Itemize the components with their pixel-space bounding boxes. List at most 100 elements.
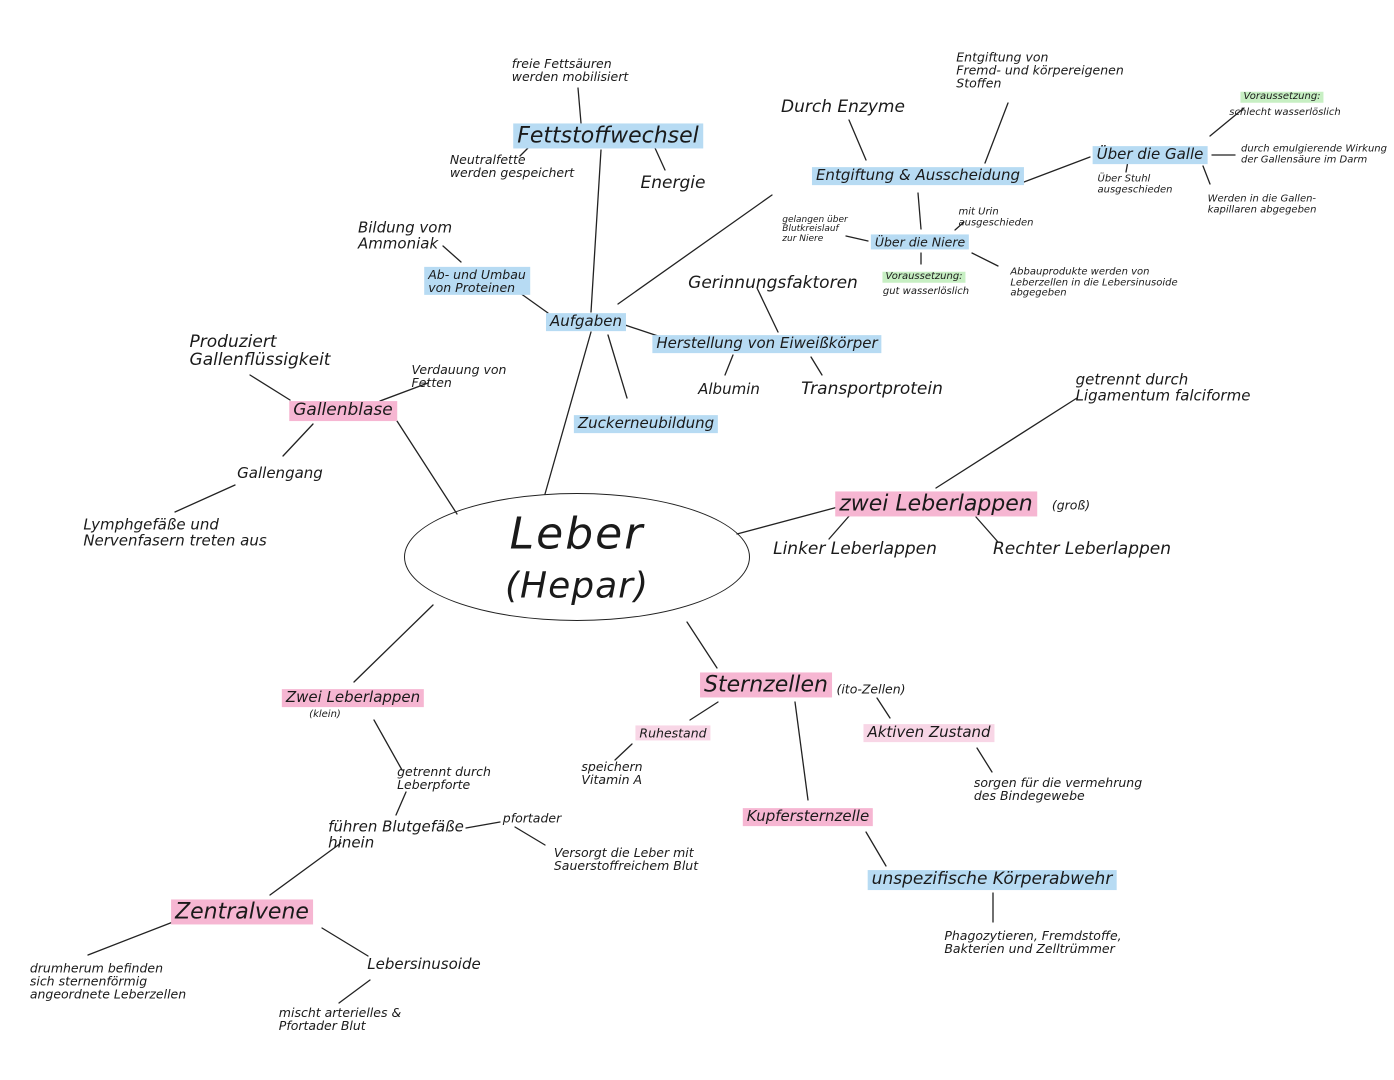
connector xyxy=(614,743,633,761)
connector xyxy=(590,149,602,313)
connector xyxy=(876,697,891,719)
note-abbauprodukte: Abbauprodukte werden von Leberzellen in … xyxy=(1010,266,1178,299)
connector xyxy=(607,334,628,399)
connector xyxy=(282,423,314,457)
note-lymph: Lymphgefäße und Nervenfasern treten aus xyxy=(83,515,267,549)
note-linker-leberlappen: Linker Leberlappen xyxy=(773,539,937,560)
note-enzyme: Durch Enzyme xyxy=(781,97,905,118)
note-stoffe: Entgiftung von Fremd- und körpereigenen … xyxy=(956,49,1124,91)
connector xyxy=(353,604,434,683)
note-klein: (klein) xyxy=(309,708,341,720)
node-galle: Über die Galle xyxy=(1092,146,1208,164)
connector xyxy=(917,192,922,230)
connector xyxy=(845,235,869,242)
connector xyxy=(396,420,458,515)
note-blutkreislauf: gelangen über Blutkreislauf zur Niere xyxy=(782,214,848,244)
note-ammoniak: Bildung vom Ammoniak xyxy=(357,218,453,252)
note-gerinnung: Gerinnungsfaktoren xyxy=(688,273,858,294)
note-fettsaeuren: freie Fettsäuren werden mobilisiert xyxy=(511,55,629,84)
node-koerperabwehr: unspezifische Körperabwehr xyxy=(867,870,1117,890)
connector xyxy=(465,821,501,829)
connector xyxy=(935,397,1078,489)
note-verdauung: Verdauung von Fetten xyxy=(411,361,507,390)
connector xyxy=(865,831,887,867)
node-eiweiss: Herstellung von Eiweißkörper xyxy=(652,335,882,353)
note-stuhl: Über Stuhl ausgeschieden xyxy=(1097,173,1173,195)
note-produziert: Produziert Gallenflüssigkeit xyxy=(189,332,331,370)
connector xyxy=(828,514,851,540)
note-versorgt: Versorgt die Leber mit Sauerstoffreichem… xyxy=(553,844,699,873)
note-gut-wasserloeslich: gut wasserlöslich xyxy=(882,285,970,297)
connector xyxy=(1023,156,1091,183)
connector xyxy=(736,506,839,535)
connector xyxy=(724,354,734,376)
note-energie: Energie xyxy=(640,173,706,194)
node-ruhestand: Ruhestand xyxy=(635,725,711,741)
node-sternzellen: Sternzellen xyxy=(700,672,832,698)
center-node xyxy=(404,493,750,621)
connector xyxy=(1202,165,1211,185)
note-gallengang: Gallengang xyxy=(237,464,323,483)
note-pfortader: pfortader xyxy=(502,810,562,826)
note-blutgefaesse: führen Blutgefäße hinein xyxy=(328,817,464,851)
connector xyxy=(756,287,779,333)
connector xyxy=(686,621,718,669)
note-ito-zellen: (ito-Zellen) xyxy=(836,681,906,697)
connector xyxy=(810,356,823,376)
connector xyxy=(544,331,592,495)
connector xyxy=(976,747,993,773)
connector xyxy=(269,842,342,896)
connector xyxy=(87,921,174,956)
node-aktiver-zustand: Aktiven Zustand xyxy=(863,724,995,742)
node-zentralvene: Zentralvene xyxy=(171,899,313,925)
connector xyxy=(373,719,403,771)
node-niere: Über die Niere xyxy=(870,234,970,250)
node-proteine: Ab- und Umbau von Proteinen xyxy=(424,266,530,296)
connector xyxy=(848,119,867,161)
note-gross: (groß) xyxy=(1051,497,1091,513)
connector xyxy=(1209,107,1245,137)
connector xyxy=(174,484,236,513)
note-niere-voraussetzung: Voraussetzung: xyxy=(882,271,966,283)
node-fettstoffwechsel: Fettstoffwechsel xyxy=(513,123,703,149)
center-subtitle: (Hepar) xyxy=(504,565,650,607)
node-gallenblase: Gallenblase xyxy=(289,401,397,421)
connector xyxy=(249,374,291,401)
connector xyxy=(338,979,371,1004)
connector xyxy=(321,927,369,957)
node-entgiftung: Entgiftung & Ausscheidung xyxy=(811,167,1025,185)
note-kapillaren: Werden in die Gallen- kapillaren abgegeb… xyxy=(1207,193,1317,215)
node-kupffersternzelle: Kupfersternzelle xyxy=(742,808,874,826)
node-leberlappen-gross: zwei Leberlappen xyxy=(835,491,1037,517)
connector xyxy=(519,292,549,314)
connector xyxy=(395,791,407,816)
connector xyxy=(514,826,546,846)
connector xyxy=(577,87,582,124)
note-falciforme: getrennt durch Ligamentum falciforme xyxy=(1075,370,1251,404)
note-transportprotein: Transportprotein xyxy=(801,379,943,400)
note-urin: mit Urin ausgeschieden xyxy=(958,206,1034,228)
note-leberpforte: getrennt durch Leberpforte xyxy=(397,763,491,792)
connector xyxy=(442,245,462,263)
note-phagozytieren: Phagozytieren, Fremdstoffe, Bakterien un… xyxy=(944,927,1122,956)
connector xyxy=(954,221,965,231)
connector xyxy=(617,194,773,305)
connector xyxy=(689,701,719,721)
center-title: Leber xyxy=(509,508,645,560)
note-lebersinusoide: Lebersinusoide xyxy=(367,955,481,974)
node-aufgaben: Aufgaben xyxy=(545,313,627,331)
note-rechter-leberlappen: Rechter Leberlappen xyxy=(992,539,1172,560)
connector xyxy=(975,516,999,543)
note-vitamin-a: speichern Vitamin A xyxy=(581,758,643,787)
connector xyxy=(654,147,666,171)
note-albumin: Albumin xyxy=(698,380,760,399)
note-drumherum: drumherum befinden sich sternenförmig an… xyxy=(29,960,187,1002)
connector xyxy=(971,252,999,267)
connector xyxy=(984,102,1009,164)
note-emulgierend: durch emulgierende Wirkung der Gallensäu… xyxy=(1241,143,1387,165)
note-galle-voraussetzung: Voraussetzung: xyxy=(1240,91,1324,103)
connector xyxy=(794,701,809,801)
note-neutralfette: Neutralfette werden gespeichert xyxy=(449,151,575,180)
note-bindegewebe: sorgen für die vermehrung des Bindegeweb… xyxy=(973,774,1143,803)
